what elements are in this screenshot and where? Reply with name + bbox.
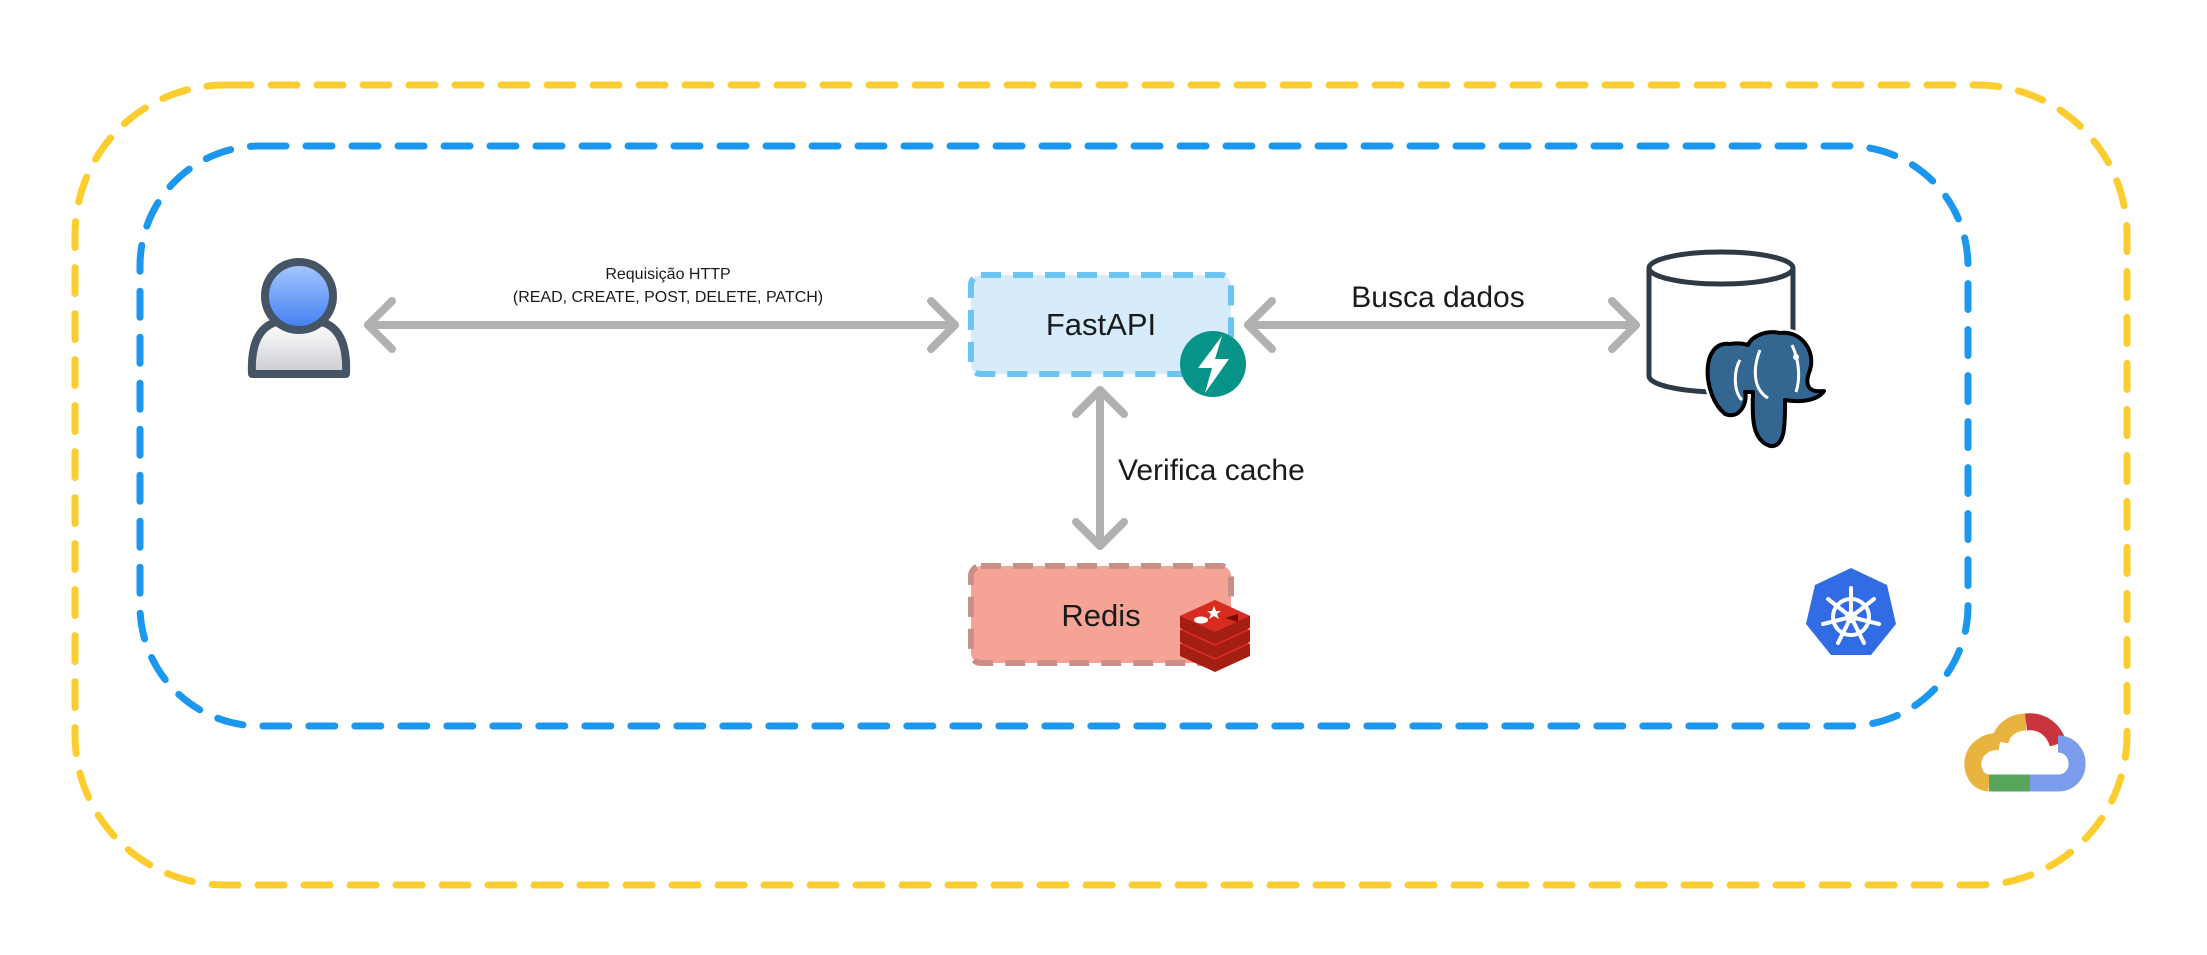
http-request-arrow	[364, 297, 959, 353]
postgresql-elephant-icon	[1703, 327, 1829, 451]
http-methods-label: (READ, CREATE, POST, DELETE, PATCH)	[513, 289, 823, 306]
fastapi-box	[968, 272, 1234, 377]
cache-check-label: Verifica cache	[1118, 454, 1305, 487]
cache-check-arrow	[1072, 386, 1128, 550]
db-query-label: Busca dados	[1351, 281, 1524, 314]
google-cloud-icon	[1964, 713, 2086, 792]
fastapi-node[interactable]: FastAPI	[968, 272, 1234, 377]
kubernetes-icon	[1806, 568, 1896, 655]
redis-label: Redis	[1061, 598, 1140, 633]
redis-logo-icon	[1180, 600, 1250, 672]
fastapi-label: FastAPI	[1046, 307, 1156, 342]
cloud-boundary	[71, 81, 2131, 889]
cluster-boundary	[136, 142, 1972, 730]
db-query-arrow	[1244, 297, 1640, 353]
user-icon	[247, 258, 351, 378]
fastapi-bolt-icon	[1180, 331, 1246, 397]
http-request-label: Requisição HTTP	[605, 266, 730, 283]
